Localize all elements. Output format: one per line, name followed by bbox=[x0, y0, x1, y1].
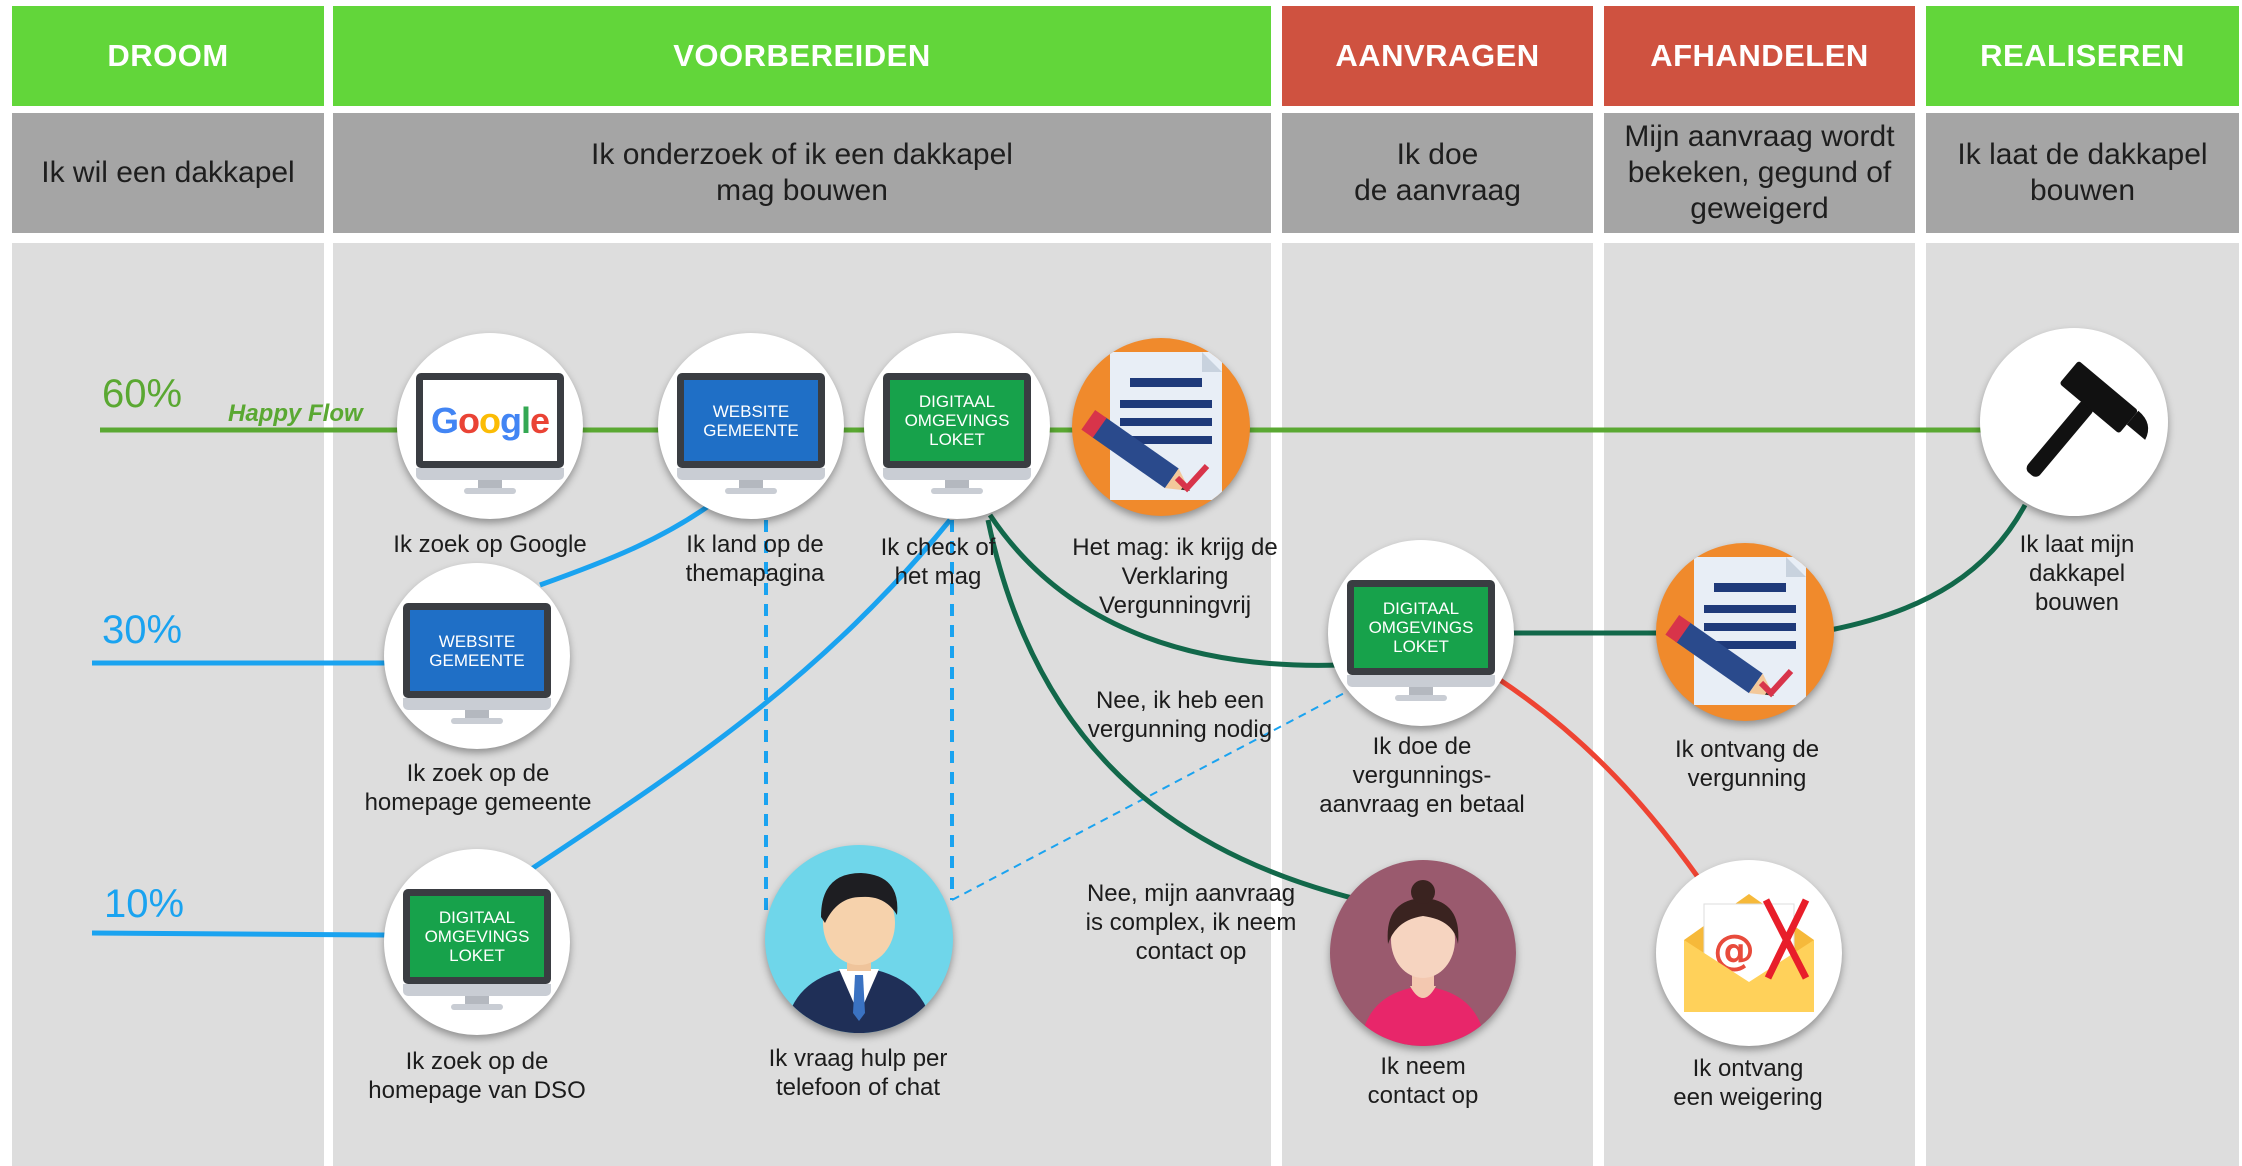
label-contact: Ik neem contact op bbox=[1367, 1053, 1479, 1109]
dso-monitor-icon: DIGITAAL OMGEVINGS LOKET bbox=[883, 373, 1031, 495]
label-check: Ik check of het mag bbox=[880, 534, 996, 590]
path-check-to-aanvraag bbox=[987, 513, 1341, 668]
path-dso-to-check bbox=[528, 518, 952, 873]
step-ontvang-vergunning bbox=[1656, 543, 1834, 721]
website-monitor-icon: WEBSITE GEMEENTE bbox=[677, 373, 825, 495]
dso-monitor-icon: DIGITAAL OMGEVINGS LOKET bbox=[1347, 580, 1495, 702]
path-10-percent bbox=[91, 930, 391, 938]
label-themapagina: Ik land op de themapagina bbox=[685, 531, 825, 587]
description-afhandelen: Mijn aanvraag wordt bekeken, gegund of g… bbox=[1604, 113, 1915, 233]
step-homepage-dso: DIGITAAL OMGEVINGS LOKET bbox=[384, 849, 570, 1035]
man-avatar-icon bbox=[785, 873, 933, 1033]
step-themapagina: WEBSITE GEMEENTE bbox=[658, 333, 844, 519]
path-homepage-to-themapagina bbox=[539, 502, 712, 588]
label-ontvang-vergunning: Ik ontvang de vergunning bbox=[1674, 736, 1820, 792]
lane-droom bbox=[12, 243, 324, 1166]
label-hulp: Ik vraag hulp per telefoon of chat bbox=[768, 1045, 948, 1101]
step-google: Google bbox=[397, 333, 583, 519]
step-aanvraag: DIGITAAL OMGEVINGS LOKET bbox=[1328, 540, 1514, 726]
website-screen-text: WEBSITE GEMEENTE bbox=[684, 380, 818, 461]
label-aanvraag: Ik doe de vergunnings- aanvraag en betaa… bbox=[1319, 733, 1525, 818]
branch-label-vergunning-nodig: Nee, ik heb een vergunning nodig bbox=[1087, 687, 1273, 743]
dso-screen-text: DIGITAAL OMGEVINGS LOKET bbox=[890, 380, 1024, 461]
label-homepage-gemeente: Ik zoek op de homepage gemeente bbox=[364, 760, 592, 816]
document-pencil-icon bbox=[1665, 557, 1806, 705]
label-google: Ik zoek op Google bbox=[393, 531, 587, 558]
description-voorbereiden: Ik onderzoek of ik een dakkapel mag bouw… bbox=[333, 113, 1271, 233]
step-hulp bbox=[765, 845, 953, 1033]
label-homepage-dso: Ik zoek op de homepage van DSO bbox=[368, 1048, 586, 1104]
branch-label-complex: Nee, mijn aanvraag is complex, ik neem c… bbox=[1085, 880, 1297, 965]
woman-avatar-icon bbox=[1360, 880, 1486, 1046]
label-verklaring: Het mag: ik krijg de Verklaring Vergunni… bbox=[1072, 534, 1278, 619]
phase-aanvragen: AANVRAGEN bbox=[1282, 6, 1593, 106]
hammer-icon bbox=[2026, 361, 2149, 477]
step-check: DIGITAAL OMGEVINGS LOKET bbox=[864, 333, 1050, 519]
step-verklaring bbox=[1072, 338, 1250, 516]
label-weigering: Ik ontvang een weigering bbox=[1673, 1055, 1823, 1111]
percentage-60: 60% bbox=[102, 372, 183, 416]
description-droom: Ik wil een dakkapel bbox=[12, 113, 324, 233]
phase-droom: DROOM bbox=[12, 6, 324, 106]
step-homepage-gemeente: WEBSITE GEMEENTE bbox=[384, 563, 570, 749]
google-monitor-icon: Google bbox=[416, 373, 564, 495]
percentage-10: 10% bbox=[104, 882, 185, 926]
description-aanvragen: Ik doe de aanvraag bbox=[1282, 113, 1593, 233]
dso-screen-text: DIGITAAL OMGEVINGS LOKET bbox=[1354, 587, 1488, 668]
path-aanvraag-to-weigering bbox=[1498, 677, 1703, 882]
dashed-hulp-to-aanvraag bbox=[951, 689, 1351, 901]
step-contact bbox=[1330, 860, 1516, 1046]
label-bouwen: Ik laat mijn dakkapel bouwen bbox=[2019, 531, 2135, 616]
refused-mail-icon: @ bbox=[1684, 894, 1814, 1012]
step-weigering: @ bbox=[1656, 860, 1842, 1046]
percentage-30: 30% bbox=[102, 608, 183, 652]
phase-voorbereiden: VOORBEREIDEN bbox=[333, 6, 1271, 106]
document-pencil-icon bbox=[1081, 352, 1222, 500]
phase-realiseren: REALISEREN bbox=[1926, 6, 2239, 106]
path-check-to-contact bbox=[985, 519, 1361, 903]
phase-afhandelen: AFHANDELEN bbox=[1604, 6, 1915, 106]
website-screen-text: WEBSITE GEMEENTE bbox=[410, 610, 544, 691]
dso-screen-text: DIGITAAL OMGEVINGS LOKET bbox=[410, 896, 544, 977]
website-monitor-icon: WEBSITE GEMEENTE bbox=[403, 603, 551, 725]
step-bouwen bbox=[1980, 328, 2168, 516]
happy-flow-label: Happy Flow bbox=[228, 400, 363, 427]
path-vergunning-to-bouwen bbox=[1829, 503, 2028, 633]
description-realiseren: Ik laat de dakkapel bouwen bbox=[1926, 113, 2239, 233]
dso-monitor-icon: DIGITAAL OMGEVINGS LOKET bbox=[403, 889, 551, 1011]
google-logo: Google bbox=[430, 400, 550, 441]
